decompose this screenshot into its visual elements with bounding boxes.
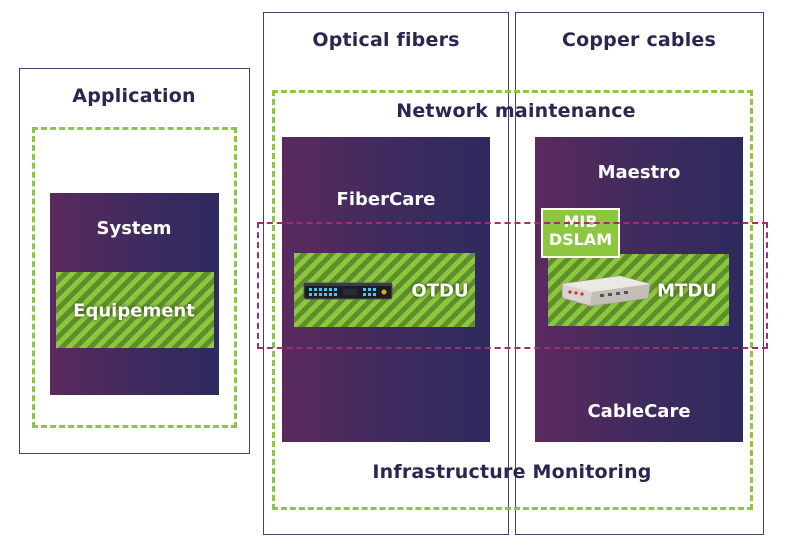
otdu-label: OTDU [411,280,469,302]
network-maintenance-label: Network maintenance [396,100,636,122]
mtdu-label: MTDU [657,280,717,302]
optical-fibers-column [263,12,509,535]
application-column [19,68,250,454]
dslam-label: DSLAM [548,230,613,249]
mtdu-device-icon [561,275,651,307]
fibercare-label: FiberCare [336,189,436,210]
mib-label: MIB [563,212,598,231]
infrastructure-monitoring-label: Infrastructure Monitoring [372,461,652,483]
copper-cables-title: Copper cables [561,29,717,51]
cablecare-label: CableCare [587,401,691,422]
otdu-device-icon [303,282,393,300]
equipement-box [56,272,214,348]
equipement-label: Equipement [73,300,195,322]
mib-dslam-badge: MIB DSLAM [541,208,620,258]
system-label: System [96,218,172,239]
test-units-dashed-zone [257,222,768,349]
application-dashed-zone [32,127,237,428]
maestro-label: Maestro [597,162,681,183]
copper-cables-column [515,12,764,535]
application-title: Application [72,85,196,107]
network-zone-dashed [272,90,753,510]
optical-fibers-title: Optical fibers [312,29,460,51]
